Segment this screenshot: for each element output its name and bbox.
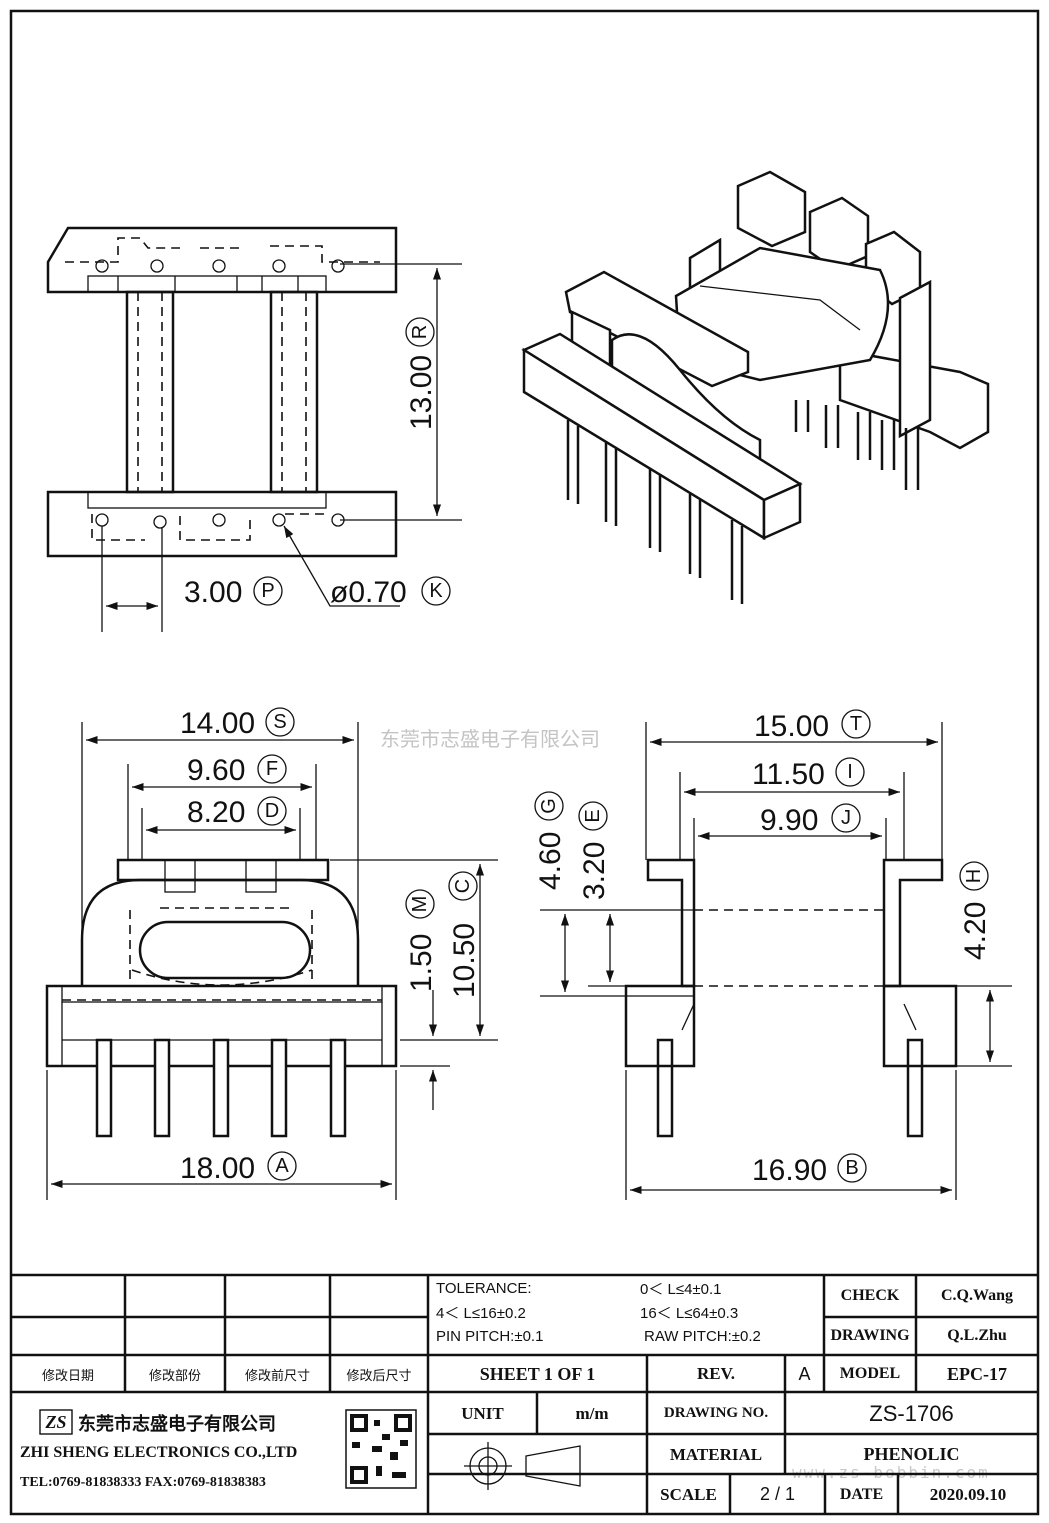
dim-h: 4.20 H [959, 861, 992, 960]
scale-value: 2 / 1 [759, 1484, 796, 1504]
check-label: CHECK [840, 1287, 900, 1304]
rev-header-part: 修改部份 [148, 1368, 201, 1384]
rev-header-date: 修改日期 [41, 1368, 94, 1384]
drawing-label: DRAWING [830, 1327, 910, 1344]
svg-text:14.00: 14.00 [180, 707, 255, 740]
drawing-no-value: ZS-1706 [869, 1400, 954, 1426]
dim-c: 10.50 C [448, 871, 481, 998]
dim-i: 11.50 I [752, 757, 865, 791]
company-name-cn: 东莞市志盛电子有限公司 [78, 1414, 276, 1435]
dim-s: 14.00 S [180, 707, 295, 740]
dim-m: 1.50 M [405, 889, 438, 992]
rev-value: A [798, 1363, 811, 1384]
svg-text:M: M [409, 896, 431, 913]
svg-text:A: A [275, 1155, 289, 1177]
projection-symbol [464, 1442, 581, 1490]
tolerance-label: TOLERANCE: [436, 1279, 532, 1297]
dim-a: 18.00 A [180, 1151, 297, 1185]
svg-text:E: E [582, 809, 604, 822]
raw-pitch: RAW PITCH:±0.2 [644, 1327, 761, 1345]
dim-k: ø0.70 K [330, 576, 451, 609]
svg-text:ZS: ZS [44, 1412, 66, 1432]
svg-text:16.90: 16.90 [752, 1154, 827, 1187]
tolerance-range-1: 0＜ L≤4±0.1 [640, 1280, 722, 1298]
sheet-border [9, 9, 1040, 1516]
side-view [540, 722, 1012, 1200]
svg-text:4.60: 4.60 [534, 832, 567, 890]
scale-label: SCALE [660, 1484, 717, 1504]
unit-label: UNIT [461, 1403, 504, 1423]
dim-d: 8.20 D [187, 796, 287, 829]
svg-text:3.00: 3.00 [184, 576, 242, 609]
svg-text:H: H [963, 869, 985, 883]
model-value: EPC-17 [947, 1363, 1007, 1384]
company-name-en: ZHI SHENG ELECTRONICS CO.,LTD [20, 1444, 298, 1461]
tolerance-range-2: 4＜ L≤16±0.2 [436, 1304, 526, 1322]
rev-header-after: 修改后尺寸 [346, 1368, 412, 1384]
check-value: C.Q.Wang [940, 1287, 1013, 1304]
qr-code-icon [345, 1409, 417, 1489]
svg-text:ø0.70: ø0.70 [330, 576, 407, 609]
svg-text:10.50: 10.50 [448, 923, 481, 998]
sheet-info: SHEET 1 OF 1 [479, 1363, 596, 1384]
svg-text:9.60: 9.60 [187, 754, 245, 787]
dim-t: 15.00 T [754, 709, 871, 743]
model-label: MODEL [839, 1365, 901, 1382]
svg-text:3.20: 3.20 [578, 842, 611, 900]
tolerance-range-3: 16＜ L≤64±0.3 [640, 1304, 739, 1322]
svg-text:B: B [845, 1157, 858, 1179]
material-value: PHENOLIC [863, 1444, 960, 1464]
svg-text:C: C [452, 879, 474, 893]
drawing-no-label: DRAWING NO. [663, 1405, 769, 1421]
svg-text:15.00: 15.00 [754, 710, 829, 743]
watermark-company: 东莞市志盛电子有限公司 [380, 727, 600, 751]
dim-f: 9.60 F [187, 754, 287, 787]
pin-pitch: PIN PITCH:±0.1 [436, 1327, 544, 1345]
rev-label: REV. [697, 1364, 735, 1383]
unit-value: m/m [575, 1403, 609, 1423]
isometric-view [521, 170, 990, 604]
svg-text:I: I [847, 761, 853, 783]
svg-text:13.00: 13.00 [405, 355, 438, 430]
watermark-site: www.zs-bobbin.com [792, 1463, 990, 1482]
svg-text:F: F [266, 758, 278, 780]
dim-e: 3.20 E [578, 801, 611, 900]
front-view [45, 722, 498, 1200]
dim-p: 3.00 P [184, 576, 283, 609]
svg-text:T: T [850, 713, 862, 735]
svg-text:18.00: 18.00 [180, 1152, 255, 1185]
svg-text:K: K [429, 580, 443, 602]
date-value: 2020.09.10 [929, 1484, 1007, 1504]
svg-text:11.50: 11.50 [752, 758, 825, 791]
drawing-value: Q.L.Zhu [947, 1327, 1007, 1344]
svg-text:8.20: 8.20 [187, 796, 245, 829]
company-contact: TEL:0769-81838333 FAX:0769-81838383 [20, 1475, 266, 1490]
svg-text:G: G [538, 798, 560, 814]
svg-text:9.90: 9.90 [760, 804, 818, 837]
rev-header-before: 修改前尺寸 [244, 1368, 310, 1384]
svg-text:J: J [841, 807, 851, 829]
company-logo: ZS [39, 1409, 73, 1435]
dim-r: 13.00 R [405, 317, 438, 430]
top-view [46, 226, 462, 632]
dim-j: 9.90 J [760, 803, 861, 837]
svg-text:P: P [261, 580, 274, 602]
svg-text:R: R [409, 325, 431, 339]
date-label: DATE [839, 1485, 884, 1503]
svg-text:S: S [273, 711, 286, 733]
dim-b: 16.90 B [752, 1153, 867, 1187]
title-block-grid [11, 1273, 1038, 1514]
material-label: MATERIAL [669, 1444, 763, 1464]
svg-text:D: D [265, 800, 279, 822]
dim-g: 4.60 G [534, 791, 567, 890]
svg-text:1.50: 1.50 [405, 934, 438, 992]
svg-text:4.20: 4.20 [959, 902, 992, 960]
